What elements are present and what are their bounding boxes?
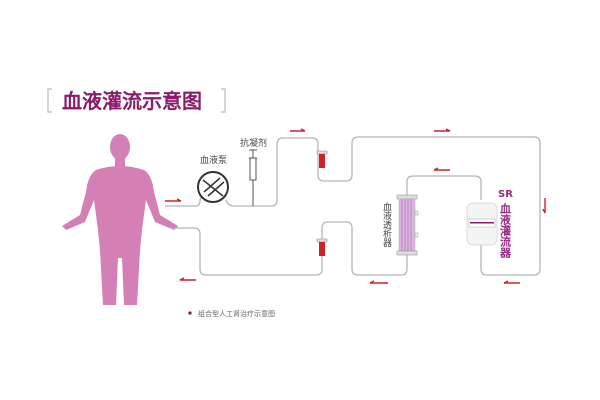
drip-chamber-icon xyxy=(316,238,328,256)
caption-bullet-icon xyxy=(188,311,192,315)
drip-chamber-icon xyxy=(316,150,328,168)
human-body-figure xyxy=(62,134,178,305)
perfusion-prefix-label: SR xyxy=(498,189,513,200)
perfusion-cartridge-icon xyxy=(466,202,498,246)
anticoagulant-label: 抗凝剂 xyxy=(240,137,267,149)
arrow-left-icon xyxy=(179,277,196,281)
arrow-left-icon xyxy=(503,280,520,284)
arrow-right-icon xyxy=(165,198,182,202)
syringe-icon xyxy=(249,149,257,206)
flow-arrows xyxy=(165,128,546,284)
arrow-right-icon xyxy=(290,128,306,132)
caption: 组合型人工肾治疗示意图 xyxy=(198,309,275,318)
perfusion-label: 血液灌流器 xyxy=(499,202,513,259)
arrow-left-icon xyxy=(433,167,450,171)
dialyzer-label: 血液透析器 xyxy=(381,201,392,247)
title-bracket xyxy=(47,88,226,113)
page-title: 血液灌流示意图 xyxy=(62,89,202,113)
arrow-left-icon xyxy=(369,280,388,284)
blood-pump-label: 血液泵 xyxy=(200,154,227,166)
arrow-down-icon xyxy=(542,198,546,214)
return-line xyxy=(170,175,482,276)
blood-pump-icon xyxy=(197,171,229,203)
dialyzer-icon xyxy=(396,194,419,256)
arrow-right-icon xyxy=(434,128,451,132)
